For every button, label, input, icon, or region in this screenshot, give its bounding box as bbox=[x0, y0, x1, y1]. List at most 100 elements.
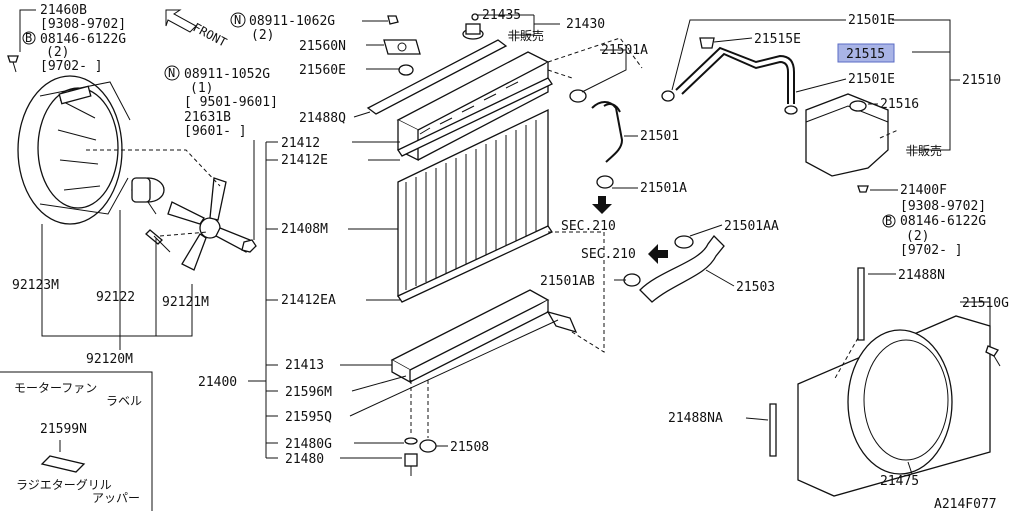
hose-clip-21515E bbox=[699, 37, 715, 49]
overflow-hose-21515 bbox=[675, 46, 795, 104]
labels-panel bbox=[0, 371, 153, 511]
label-qty2-b: (2) bbox=[251, 28, 274, 43]
label-21460B: 21460B bbox=[40, 3, 87, 18]
label-21430: 21430 bbox=[566, 17, 605, 32]
label-21516: 21516 bbox=[880, 97, 919, 112]
label-21400: 21400 bbox=[198, 375, 237, 390]
upper-hose-21501 bbox=[591, 101, 624, 163]
label-08911-1062G: 08911-1062G bbox=[249, 14, 335, 29]
label-9308-9702-a: [9308-9702] bbox=[40, 17, 126, 32]
label-qty2-a: (2) bbox=[46, 45, 69, 60]
drain-cock-21508 bbox=[419, 439, 437, 453]
fan-motor bbox=[131, 177, 165, 215]
label-front: FRONT bbox=[191, 20, 229, 49]
label-not-sold-a: 非販売 bbox=[508, 28, 544, 43]
oil-cooler-fitting bbox=[546, 310, 578, 334]
label-21631B: 21631B bbox=[184, 110, 231, 125]
label-21515: 21515 bbox=[846, 47, 885, 62]
diagram-code: A214F077 bbox=[934, 497, 997, 511]
clamp-21501E-mid bbox=[784, 105, 798, 115]
label-21408M: 21408M bbox=[281, 222, 328, 237]
nut-08911 bbox=[387, 15, 399, 25]
clamp-21501E-top bbox=[661, 90, 675, 102]
label-08911-1052G: 08911-1052G bbox=[184, 67, 270, 82]
label-21503: 21503 bbox=[736, 280, 775, 295]
label-21488N: 21488N bbox=[898, 268, 945, 283]
label-21475: 21475 bbox=[880, 474, 919, 489]
label-92121M: 92121M bbox=[162, 295, 209, 310]
label-9702-a: [9702- ] bbox=[40, 59, 103, 74]
label-21501E-mid: 21501E bbox=[848, 72, 895, 87]
front-arrow bbox=[165, 9, 197, 33]
label-08146-6122G-a: 08146-6122G bbox=[40, 32, 126, 47]
lower-tank bbox=[390, 289, 550, 384]
cap-21435 bbox=[471, 13, 479, 21]
leader-lines bbox=[19, 9, 991, 475]
label-9702-b: [9702- ] bbox=[900, 243, 963, 258]
label-9501-9601: [ 9501-9601] bbox=[184, 95, 278, 110]
label-21501AB: 21501AB bbox=[540, 274, 595, 289]
label-not-sold-b: 非販売 bbox=[906, 143, 942, 158]
reservoir-bolt-21400F bbox=[857, 185, 869, 193]
reference-dash-lines bbox=[86, 37, 899, 438]
upper-seal-21488Q bbox=[366, 39, 508, 115]
grommet-21560E bbox=[398, 64, 414, 76]
label-21435: 21435 bbox=[482, 8, 521, 23]
label-21510G: 21510G bbox=[962, 296, 1009, 311]
label-21480G: 21480G bbox=[285, 437, 332, 452]
fan-nut bbox=[241, 239, 257, 253]
washer-21480G bbox=[404, 437, 418, 445]
label-21510: 21510 bbox=[962, 73, 1001, 88]
label-21412EA: 21412EA bbox=[281, 293, 336, 308]
label-21596M: 21596M bbox=[285, 385, 332, 400]
sec-arrow-left bbox=[648, 244, 668, 264]
label-92122: 92122 bbox=[96, 290, 135, 305]
lower-hose-21503 bbox=[639, 235, 725, 303]
label-21412E: 21412E bbox=[281, 153, 328, 168]
hose-clamp-21501AB bbox=[623, 273, 641, 287]
label-21515E: 21515E bbox=[754, 32, 801, 47]
label-n-circle-b: N bbox=[168, 66, 175, 80]
label-08146-6122G-b: 08146-6122G bbox=[900, 214, 986, 229]
label-motor-fan-1: モーターファン bbox=[14, 381, 97, 395]
label-21595Q: 21595Q bbox=[285, 410, 332, 425]
label-21412: 21412 bbox=[281, 136, 320, 151]
b-circle-a bbox=[22, 31, 36, 45]
hose-clamp-21501A-mid bbox=[596, 175, 614, 189]
label-9308-9702-b: [9308-9702] bbox=[900, 199, 986, 214]
fan-bolt-top bbox=[7, 55, 19, 73]
label-grille-1: ラジエターグリル bbox=[16, 478, 112, 492]
shroud-bolt-21510G bbox=[985, 345, 1001, 367]
label-qty2-c: (2) bbox=[906, 229, 929, 244]
label-sec210-a: SEC.210 bbox=[561, 219, 616, 234]
label-21480: 21480 bbox=[285, 452, 324, 467]
label-21501A-top: 21501A bbox=[601, 43, 648, 58]
highlight-21515 bbox=[837, 43, 895, 63]
label-n-circle-a: N bbox=[234, 13, 241, 27]
label-b-circle-b: B bbox=[885, 214, 892, 228]
reservoir-cap-21516 bbox=[849, 100, 867, 112]
label-b-circle-a: B bbox=[25, 31, 32, 45]
hose-clamp-21501A-top bbox=[569, 89, 587, 103]
label-grille-2: アッパー bbox=[92, 491, 140, 505]
label-21501AA: 21501AA bbox=[724, 219, 779, 234]
grille-label-sticker bbox=[40, 455, 86, 473]
upper-gasket bbox=[397, 77, 553, 157]
label-21413: 21413 bbox=[285, 358, 324, 373]
label-motor-fan-2: ラベル bbox=[106, 394, 142, 408]
n-circle-b bbox=[164, 65, 180, 81]
bracket-21560N bbox=[383, 39, 421, 55]
label-9601: [9601- ] bbox=[184, 124, 247, 139]
label-21488NA: 21488NA bbox=[668, 411, 723, 426]
fan-shroud-motor bbox=[17, 75, 131, 225]
label-21508: 21508 bbox=[450, 440, 489, 455]
label-21501A-mid: 21501A bbox=[640, 181, 687, 196]
seal-21488NA bbox=[769, 403, 777, 457]
label-92123M: 92123M bbox=[12, 278, 59, 293]
reservoir-tank-21510 bbox=[805, 93, 889, 177]
b-circle-b bbox=[882, 214, 896, 228]
drain-plug-21480 bbox=[404, 453, 418, 476]
hose-clamp-21501AA bbox=[674, 235, 694, 249]
label-21501E-top: 21501E bbox=[848, 13, 895, 28]
